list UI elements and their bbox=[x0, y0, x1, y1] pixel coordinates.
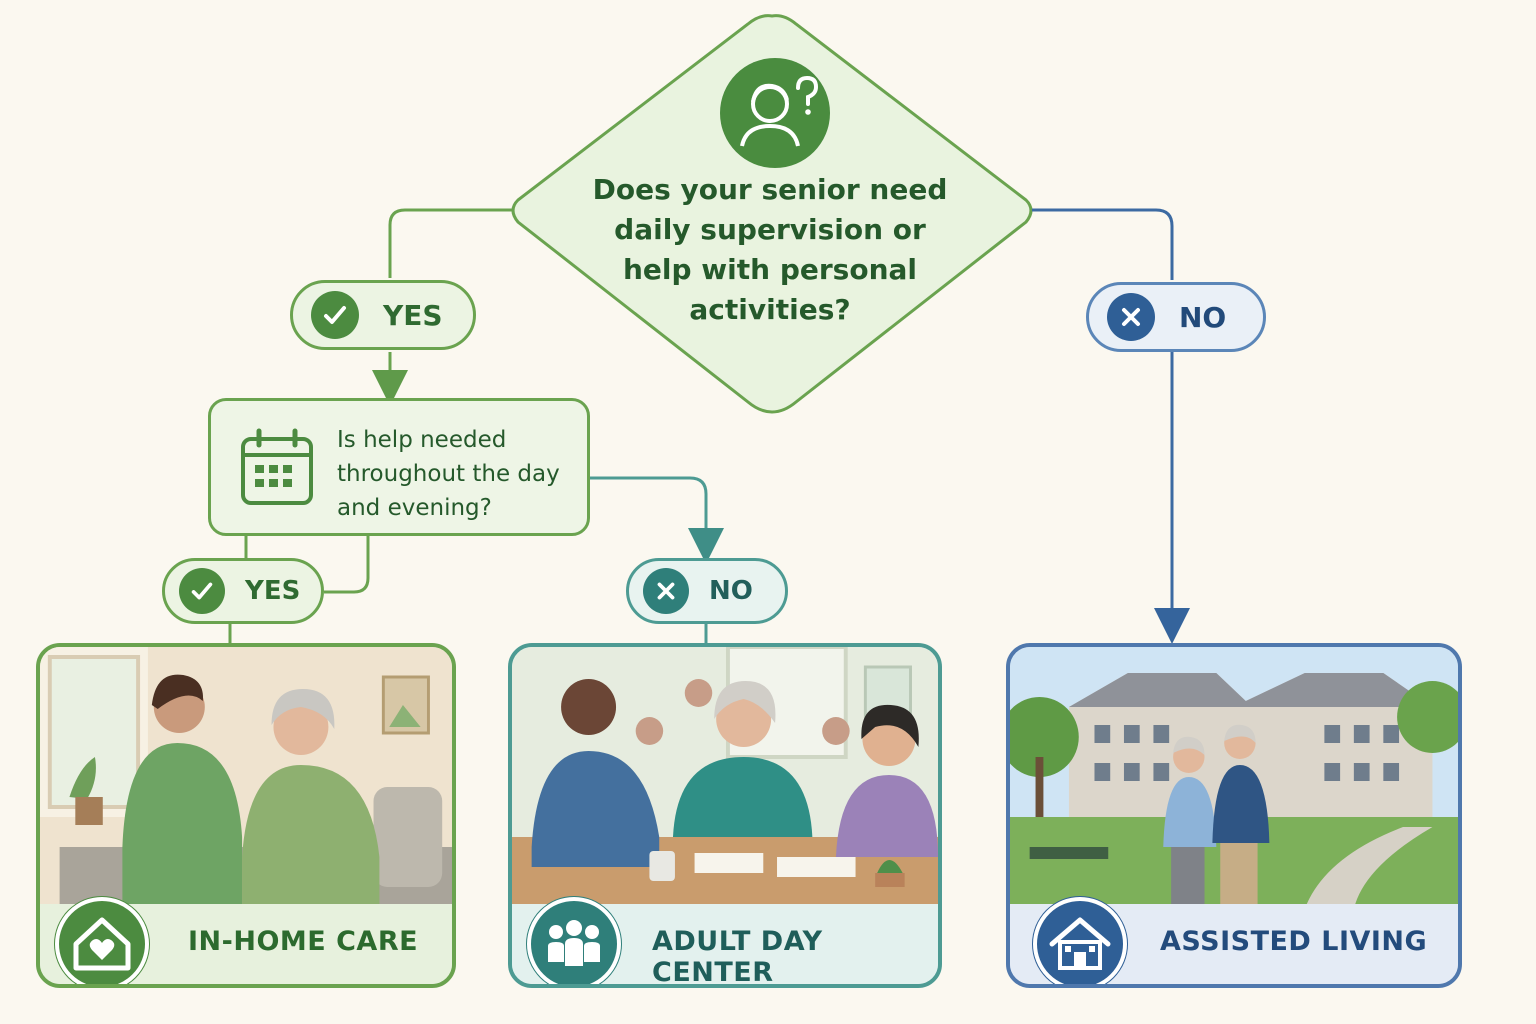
building-home-icon bbox=[1032, 896, 1128, 988]
outcome-card-assisted-living: ASSISTED LIVING bbox=[1006, 643, 1462, 988]
group-people-icon bbox=[526, 896, 622, 988]
adult-day-center-title: ADULT DAY CENTER bbox=[652, 926, 938, 988]
yes-connector bbox=[390, 210, 512, 278]
house-heart-icon bbox=[54, 896, 150, 988]
decision-yes-label: YES bbox=[383, 299, 443, 332]
sub-decision-question: Is help needed throughout the day and ev… bbox=[337, 423, 587, 525]
outcome-card-in-home-care: IN-HOME CARE bbox=[36, 643, 456, 988]
check-icon bbox=[311, 291, 359, 339]
adult-day-center-footer: ADULT DAY CENTER bbox=[512, 904, 938, 984]
assisted-living-footer: ASSISTED LIVING bbox=[1010, 904, 1458, 984]
sub-decision-box: Is help needed throughout the day and ev… bbox=[208, 398, 590, 536]
assisted-living-title: ASSISTED LIVING bbox=[1160, 926, 1427, 957]
decision-no-pill: NO bbox=[1086, 282, 1266, 352]
close-icon bbox=[643, 568, 689, 614]
sub-yes-loop bbox=[324, 536, 368, 592]
sub-no-connector bbox=[590, 478, 706, 546]
no-connector bbox=[1032, 210, 1172, 280]
decision-yes-pill: YES bbox=[290, 280, 476, 350]
sub-yes-pill: YES bbox=[162, 558, 324, 624]
sub-yes-label: YES bbox=[245, 576, 300, 606]
calendar-icon bbox=[239, 427, 315, 509]
outcome-card-adult-day-center: ADULT DAY CENTER bbox=[508, 643, 942, 988]
in-home-care-footer: IN-HOME CARE bbox=[40, 904, 452, 984]
in-home-care-title: IN-HOME CARE bbox=[188, 926, 418, 957]
sub-no-label: NO bbox=[709, 576, 753, 606]
in-home-care-illustration bbox=[40, 647, 452, 909]
adult-day-center-illustration bbox=[512, 647, 938, 909]
sub-no-pill: NO bbox=[626, 558, 788, 624]
check-icon bbox=[179, 568, 225, 614]
assisted-living-illustration bbox=[1010, 647, 1458, 909]
close-icon bbox=[1107, 293, 1155, 341]
decision-question: Does your senior need daily supervision … bbox=[590, 170, 950, 330]
decision-no-label: NO bbox=[1179, 301, 1226, 334]
person-question-icon bbox=[720, 58, 830, 168]
